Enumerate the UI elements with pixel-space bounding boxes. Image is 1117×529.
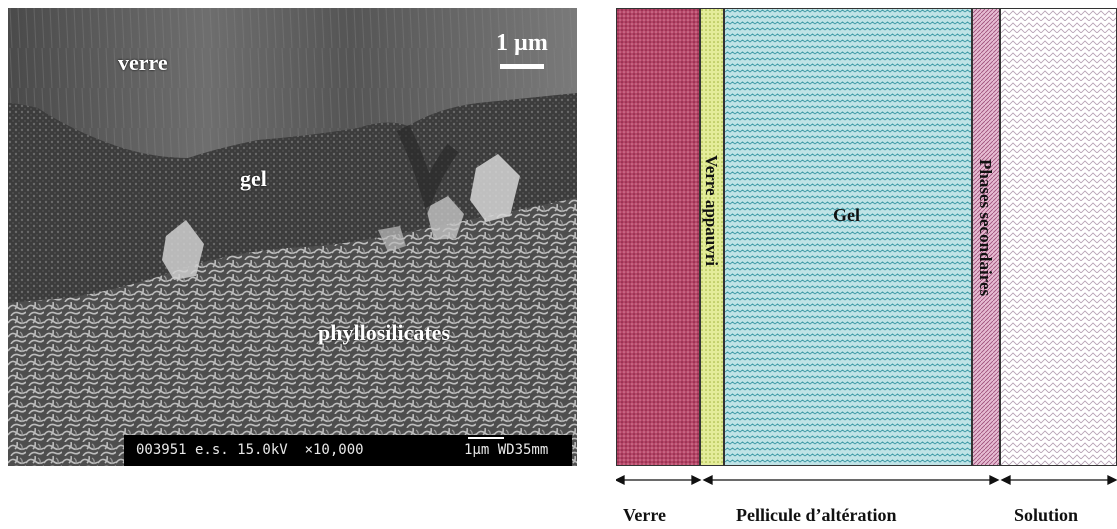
zone-arrows — [616, 474, 1117, 486]
label-gel: gel — [240, 166, 267, 191]
zone-label-verre: Verre — [623, 505, 666, 525]
label-phyllosilicates: phyllosilicates — [318, 320, 451, 345]
info-scale-bar — [468, 437, 504, 439]
label-gel-layer: Gel — [833, 205, 860, 225]
sem-scale-text: 1µm WD35mm — [464, 442, 549, 458]
sem-info-bar: 003951 e.s. 15.0kV ×10,000 1µm WD35mm — [124, 435, 572, 466]
layer-verre — [616, 8, 700, 466]
zone-label-solution: Solution — [1014, 505, 1079, 525]
sem-micrograph: verre gel phyllosilicates 1 µm 003951 e.… — [8, 8, 577, 466]
micrograph-image — [8, 8, 577, 466]
layer-gel: Gel — [724, 8, 972, 466]
scale-label: 1 µm — [496, 30, 548, 56]
sem-spec: 003951 e.s. 15.0kV ×10,000 — [136, 442, 364, 458]
label-phases-secondaires: Phases secondaires — [976, 159, 995, 297]
layer-solution — [1000, 8, 1117, 466]
layer-phases-secondaires: Phases secondaires — [972, 8, 1000, 466]
layer-schematic: Verre appauvri Gel Phases secondaires — [616, 8, 1117, 468]
layer-verre-appauvri: Verre appauvri — [700, 8, 724, 466]
label-verre-appauvri: Verre appauvri — [702, 155, 721, 266]
label-verre: verre — [118, 50, 168, 75]
zone-label-pellicule: Pellicule d’altération — [736, 505, 897, 525]
scale-bar — [500, 64, 544, 69]
